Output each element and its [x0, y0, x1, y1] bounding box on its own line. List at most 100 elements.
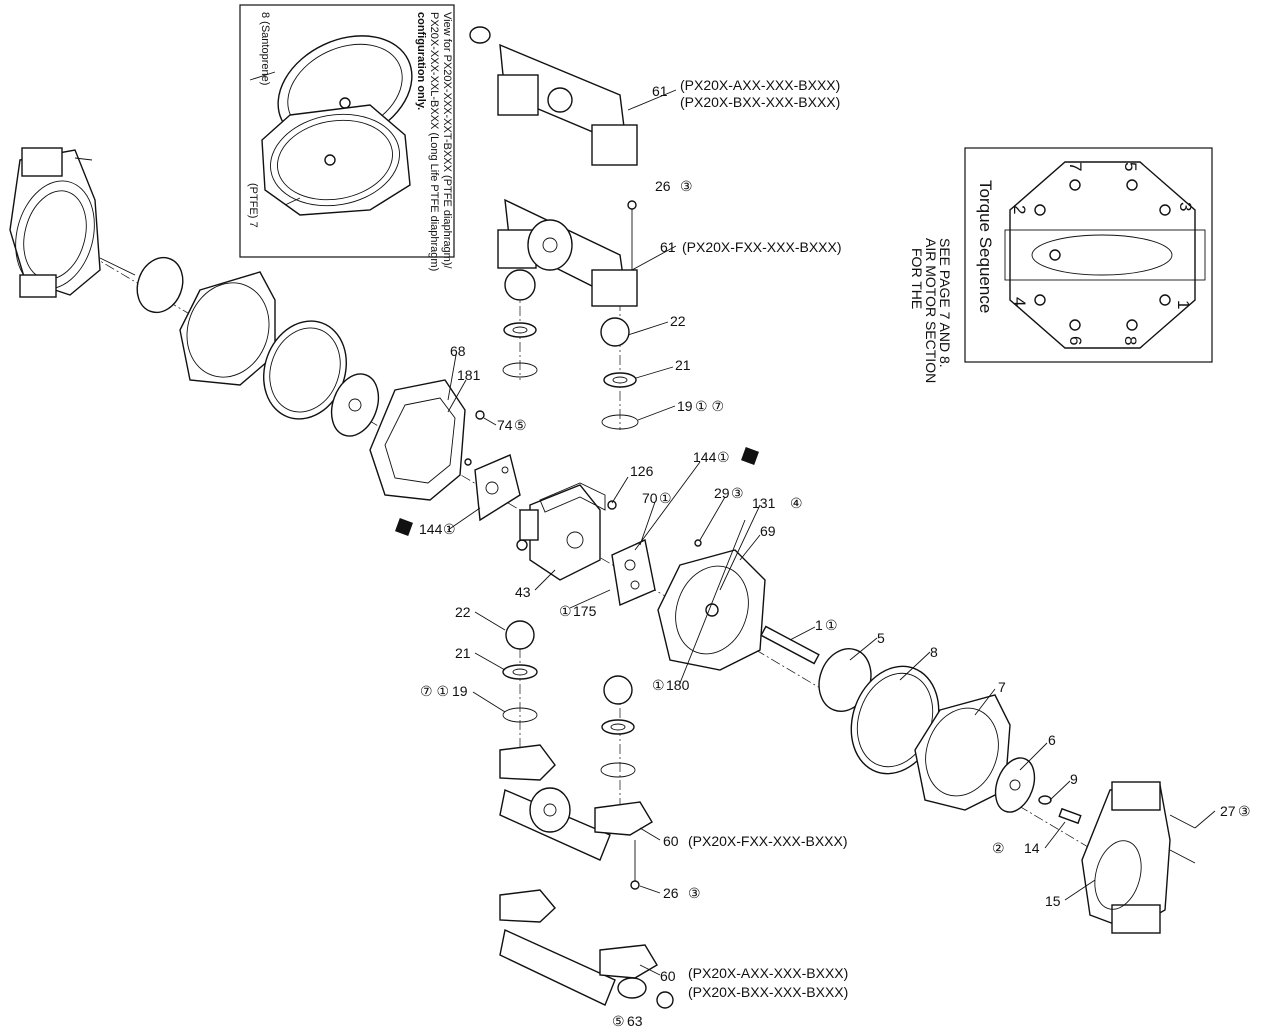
- callout-43: 43: [515, 584, 531, 600]
- right-fluid-cap-15: [1081, 781, 1196, 934]
- gasket-70: [611, 538, 656, 606]
- bottom-check-valve-parts: [502, 620, 636, 778]
- symbol-19-top: ① ⑦: [695, 398, 724, 414]
- torque-housing-outline: [1009, 161, 1196, 349]
- callout-61-ab: 61: [652, 83, 668, 99]
- symbol-1: ①: [825, 617, 838, 633]
- symbol-19-bot: ⑦ ①: [420, 683, 449, 699]
- inset-label-ptfe: (PTFE) 7: [247, 183, 259, 228]
- callout-131: 131: [752, 495, 776, 511]
- torque-n7: 7: [1066, 162, 1085, 171]
- callout-labels: 61 (PX20X-AXX-XXX-BXXX) (PX20X-BXX-XXX-B…: [395, 77, 1251, 1029]
- callout-19-bot: 19: [452, 683, 468, 699]
- callout-9: 9: [1070, 771, 1078, 787]
- symbol-27: ③: [1238, 803, 1251, 819]
- inset-diaphragm-plate: [261, 104, 411, 216]
- symbol-63: ⑤: [612, 1013, 625, 1029]
- symbol-131: ④: [790, 495, 803, 511]
- callout-21-top: 21: [675, 357, 691, 373]
- svg-text:View for PX20X-XXX-XXT-BXXX (P: View for PX20X-XXX-XXT-BXXX (PTFE diaphr…: [415, 12, 453, 274]
- symbol-29: ③: [731, 485, 744, 501]
- callout-144-mid: 144: [693, 449, 717, 465]
- callout-61-f-code: (PX20X-FXX-XXX-BXXX): [682, 239, 842, 255]
- symbol-144-mid: ①: [717, 449, 730, 465]
- callout-26-bot: 26: [663, 885, 679, 901]
- callout-68: 68: [450, 343, 466, 359]
- air-motor-note-line3: SEE PAGE 7 AND 8.: [937, 238, 953, 368]
- torque-n8: 8: [1121, 336, 1140, 345]
- callout-5: 5: [877, 630, 885, 646]
- symbol-14: ②: [992, 840, 1005, 856]
- torque-n4: 4: [1010, 297, 1029, 306]
- callout-6: 6: [1048, 732, 1056, 748]
- torque-title: Torque Sequence: [976, 180, 995, 313]
- top-manifold-61-f: [497, 198, 638, 307]
- callout-63: 63: [627, 1013, 643, 1029]
- callout-22-top: 22: [670, 313, 686, 329]
- symbol-26-top: ③: [680, 178, 693, 194]
- torque-n3: 3: [1176, 202, 1195, 211]
- callout-60-ab-code2: (PX20X-BXX-XXX-BXXX): [688, 984, 848, 1000]
- torque-n6: 6: [1066, 336, 1085, 345]
- left-diaphragm-stack: [99, 256, 380, 437]
- callout-60-ab: 60: [660, 968, 676, 984]
- callout-14: 14: [1024, 840, 1040, 856]
- center-body-43: [516, 482, 617, 581]
- torque-sequence-box: Torque Sequence 1 2 3 4 5 6 7 8: [964, 147, 1213, 363]
- symbol-70: ①: [659, 490, 672, 506]
- callout-61-ab-code2: (PX20X-BXX-XXX-BXXX): [680, 94, 840, 110]
- torque-bolts: [1034, 179, 1171, 331]
- bottom-manifold-60-ab: [499, 889, 674, 1009]
- callout-8: 8: [930, 644, 938, 660]
- callout-7: 7: [998, 679, 1006, 695]
- torque-n1: 1: [1174, 300, 1193, 309]
- symbol-144-left: ①: [443, 521, 456, 537]
- callout-1: 1: [815, 617, 823, 633]
- callout-26-top: 26: [655, 178, 671, 194]
- callout-60-ab-code1: (PX20X-AXX-XXX-BXXX): [688, 965, 848, 981]
- symbol-175: ①: [559, 603, 572, 619]
- gasket-144-left: [474, 454, 521, 522]
- inset-line1: View for PX20X-XXX-XXT-BXXX (PTFE diaphr…: [441, 12, 453, 269]
- bottom-manifold-60-f: [499, 744, 653, 890]
- callout-70: 70: [642, 490, 658, 506]
- symbol-26-bot: ③: [688, 885, 701, 901]
- callout-61-ab-code1: (PX20X-AXX-XXX-BXXX): [680, 77, 840, 93]
- callout-29: 29: [714, 485, 730, 501]
- callout-22-bot: 22: [455, 604, 471, 620]
- air-housing-68: [369, 379, 485, 501]
- inset-line2: PX20X-XXX-XXL-BXXX (Long Life PTFE diaph…: [428, 12, 440, 271]
- top-check-valve-parts: [502, 269, 639, 430]
- callout-126: 126: [630, 463, 654, 479]
- callout-144-left: 144: [419, 521, 443, 537]
- callout-180: 180: [666, 677, 690, 693]
- symbol-74: ⑤: [514, 417, 527, 433]
- air-motor-note-line2: AIR MOTOR SECTION: [923, 238, 939, 383]
- right-diaphragm-stack: [760, 625, 1082, 825]
- callout-15: 15: [1045, 893, 1061, 909]
- leader-lines: [447, 89, 1216, 976]
- symbol-180: ①: [652, 677, 665, 693]
- callout-61-f: 61: [660, 239, 676, 255]
- air-housing-69: [657, 539, 766, 671]
- air-motor-note-line1: FOR THE: [909, 248, 925, 309]
- inset-line3: configuration only.: [415, 12, 427, 110]
- callout-175: 175: [573, 603, 597, 619]
- torque-n5: 5: [1121, 162, 1140, 171]
- callout-74: 74: [497, 417, 513, 433]
- callout-69: 69: [760, 523, 776, 539]
- ptfe-inset: View for PX20X-XXX-XXT-BXXX (PTFE diaphr…: [239, 4, 455, 274]
- left-fluid-cap-part: [9, 147, 101, 298]
- callout-21-bot: 21: [455, 645, 471, 661]
- callout-60-f: 60: [663, 833, 679, 849]
- kit-icon-left: [395, 518, 413, 536]
- kit-icon-mid: [741, 447, 759, 465]
- callout-19-top: 19: [677, 398, 693, 414]
- callout-181: 181: [457, 367, 481, 383]
- top-manifold-61-ab: [469, 26, 638, 166]
- svg-text:FOR THE AIR MOTOR SECTION: FOR THE AIR MOTOR SECTION SEE PAGE 7 AND…: [909, 238, 953, 387]
- callout-27: 27: [1220, 803, 1236, 819]
- torque-n2: 2: [1010, 205, 1029, 214]
- callout-60-f-code: (PX20X-FXX-XXX-BXXX): [688, 833, 848, 849]
